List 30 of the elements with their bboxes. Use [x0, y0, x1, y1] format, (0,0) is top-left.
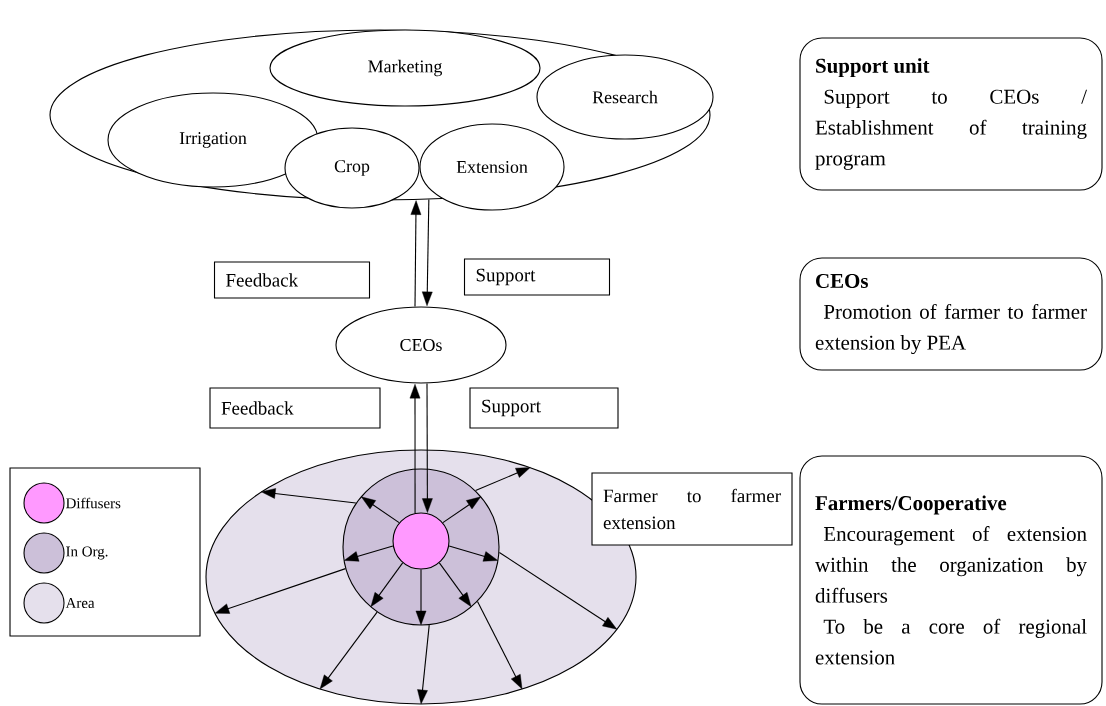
arrow: [214, 568, 347, 614]
arrow: [421, 199, 433, 307]
arrow: [498, 551, 618, 630]
label-box: Support: [469, 387, 619, 429]
label-box: Feedback: [209, 387, 381, 429]
diffuser-circle: [392, 512, 450, 570]
arrow: [422, 383, 433, 513]
arrow: [370, 562, 404, 607]
arrow: [319, 611, 378, 690]
legend-label: Diffusers: [66, 497, 121, 509]
arrow: [476, 601, 523, 690]
arrow: [415, 569, 427, 626]
arrow: [361, 496, 400, 524]
arrow: [417, 624, 430, 705]
note-box: Farmer to farmer extension: [591, 472, 793, 546]
arrow: [409, 383, 421, 514]
info-box: Farmers/Cooperative Encouragement of extension within the organization by diffusers To be a core of regional extension: [799, 455, 1103, 705]
label-box: Feedback: [213, 261, 371, 299]
info-box: Support unit Support to CEOs / Establishment of training program: [799, 37, 1103, 191]
arrow: [448, 545, 498, 562]
info-box: CEOs Promotion of farmer to farmer extension by PEA: [799, 257, 1103, 371]
label-box: Support: [463, 258, 611, 296]
arrow: [438, 562, 472, 607]
arrow: [344, 545, 394, 562]
arrow: [261, 488, 357, 504]
arrow: [475, 467, 531, 492]
arrow: [410, 200, 422, 307]
legend-label: Area: [65, 598, 95, 608]
legend-label: In Org.: [66, 546, 108, 560]
arrow: [442, 496, 481, 524]
